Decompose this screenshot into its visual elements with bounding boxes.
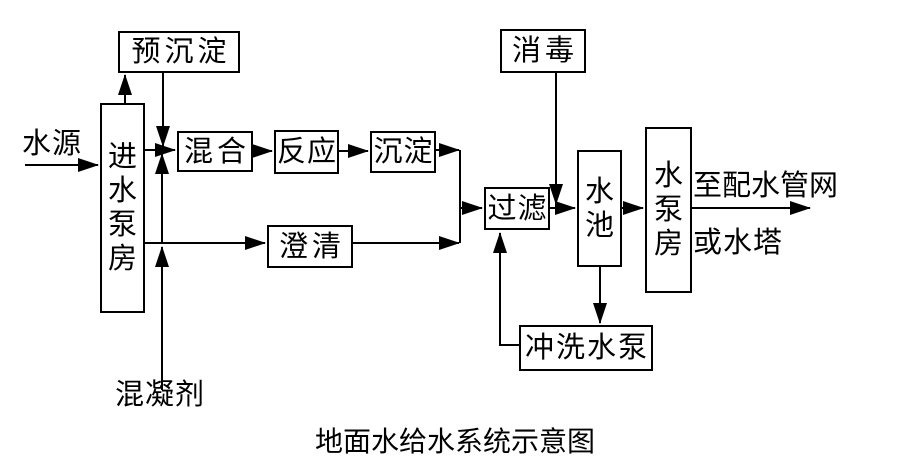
node-mixing-label: 混合 (183, 133, 250, 168)
node-clarification-label: 澄清 (278, 228, 345, 263)
label-to-distribution-network: 至配水管网 (693, 168, 839, 202)
node-pump-house-label: 水泵房 (654, 158, 684, 260)
label-or-water-tower: 或水塔 (693, 225, 784, 259)
label-water-source: 水源 (22, 126, 83, 160)
node-pump-house: 水泵房 (645, 127, 692, 293)
node-disinfection: 消毒 (500, 29, 586, 73)
diagram-title: 地面水给水系统示意图 (314, 425, 595, 458)
node-intake-pump-house: 进水泵房 (100, 103, 145, 313)
arrow-backwash-pump-to-filtration (493, 232, 519, 346)
node-filtration-label: 过滤 (487, 190, 548, 225)
node-mixing: 混合 (177, 131, 253, 172)
node-disinfection-label: 消毒 (511, 33, 578, 68)
node-sedimentation: 沉淀 (370, 131, 436, 173)
node-intake-pump-house-label: 进水泵房 (108, 139, 138, 275)
node-sedimentation-label: 沉淀 (373, 134, 434, 169)
node-filtration: 过滤 (484, 187, 550, 230)
node-pre-sedimentation-label: 预沉淀 (131, 34, 231, 69)
node-backwash-pump-label: 冲洗水泵 (524, 330, 649, 365)
node-clarification: 澄清 (267, 225, 353, 268)
node-pre-sedimentation: 预沉淀 (118, 31, 240, 73)
node-water-tank: 水池 (577, 150, 622, 267)
node-reaction: 反应 (274, 130, 339, 174)
label-coagulant: 混凝剂 (115, 377, 206, 411)
node-water-tank-label: 水池 (585, 173, 615, 242)
node-reaction-label: 反应 (277, 134, 338, 169)
node-backwash-pump: 冲洗水泵 (519, 325, 653, 371)
